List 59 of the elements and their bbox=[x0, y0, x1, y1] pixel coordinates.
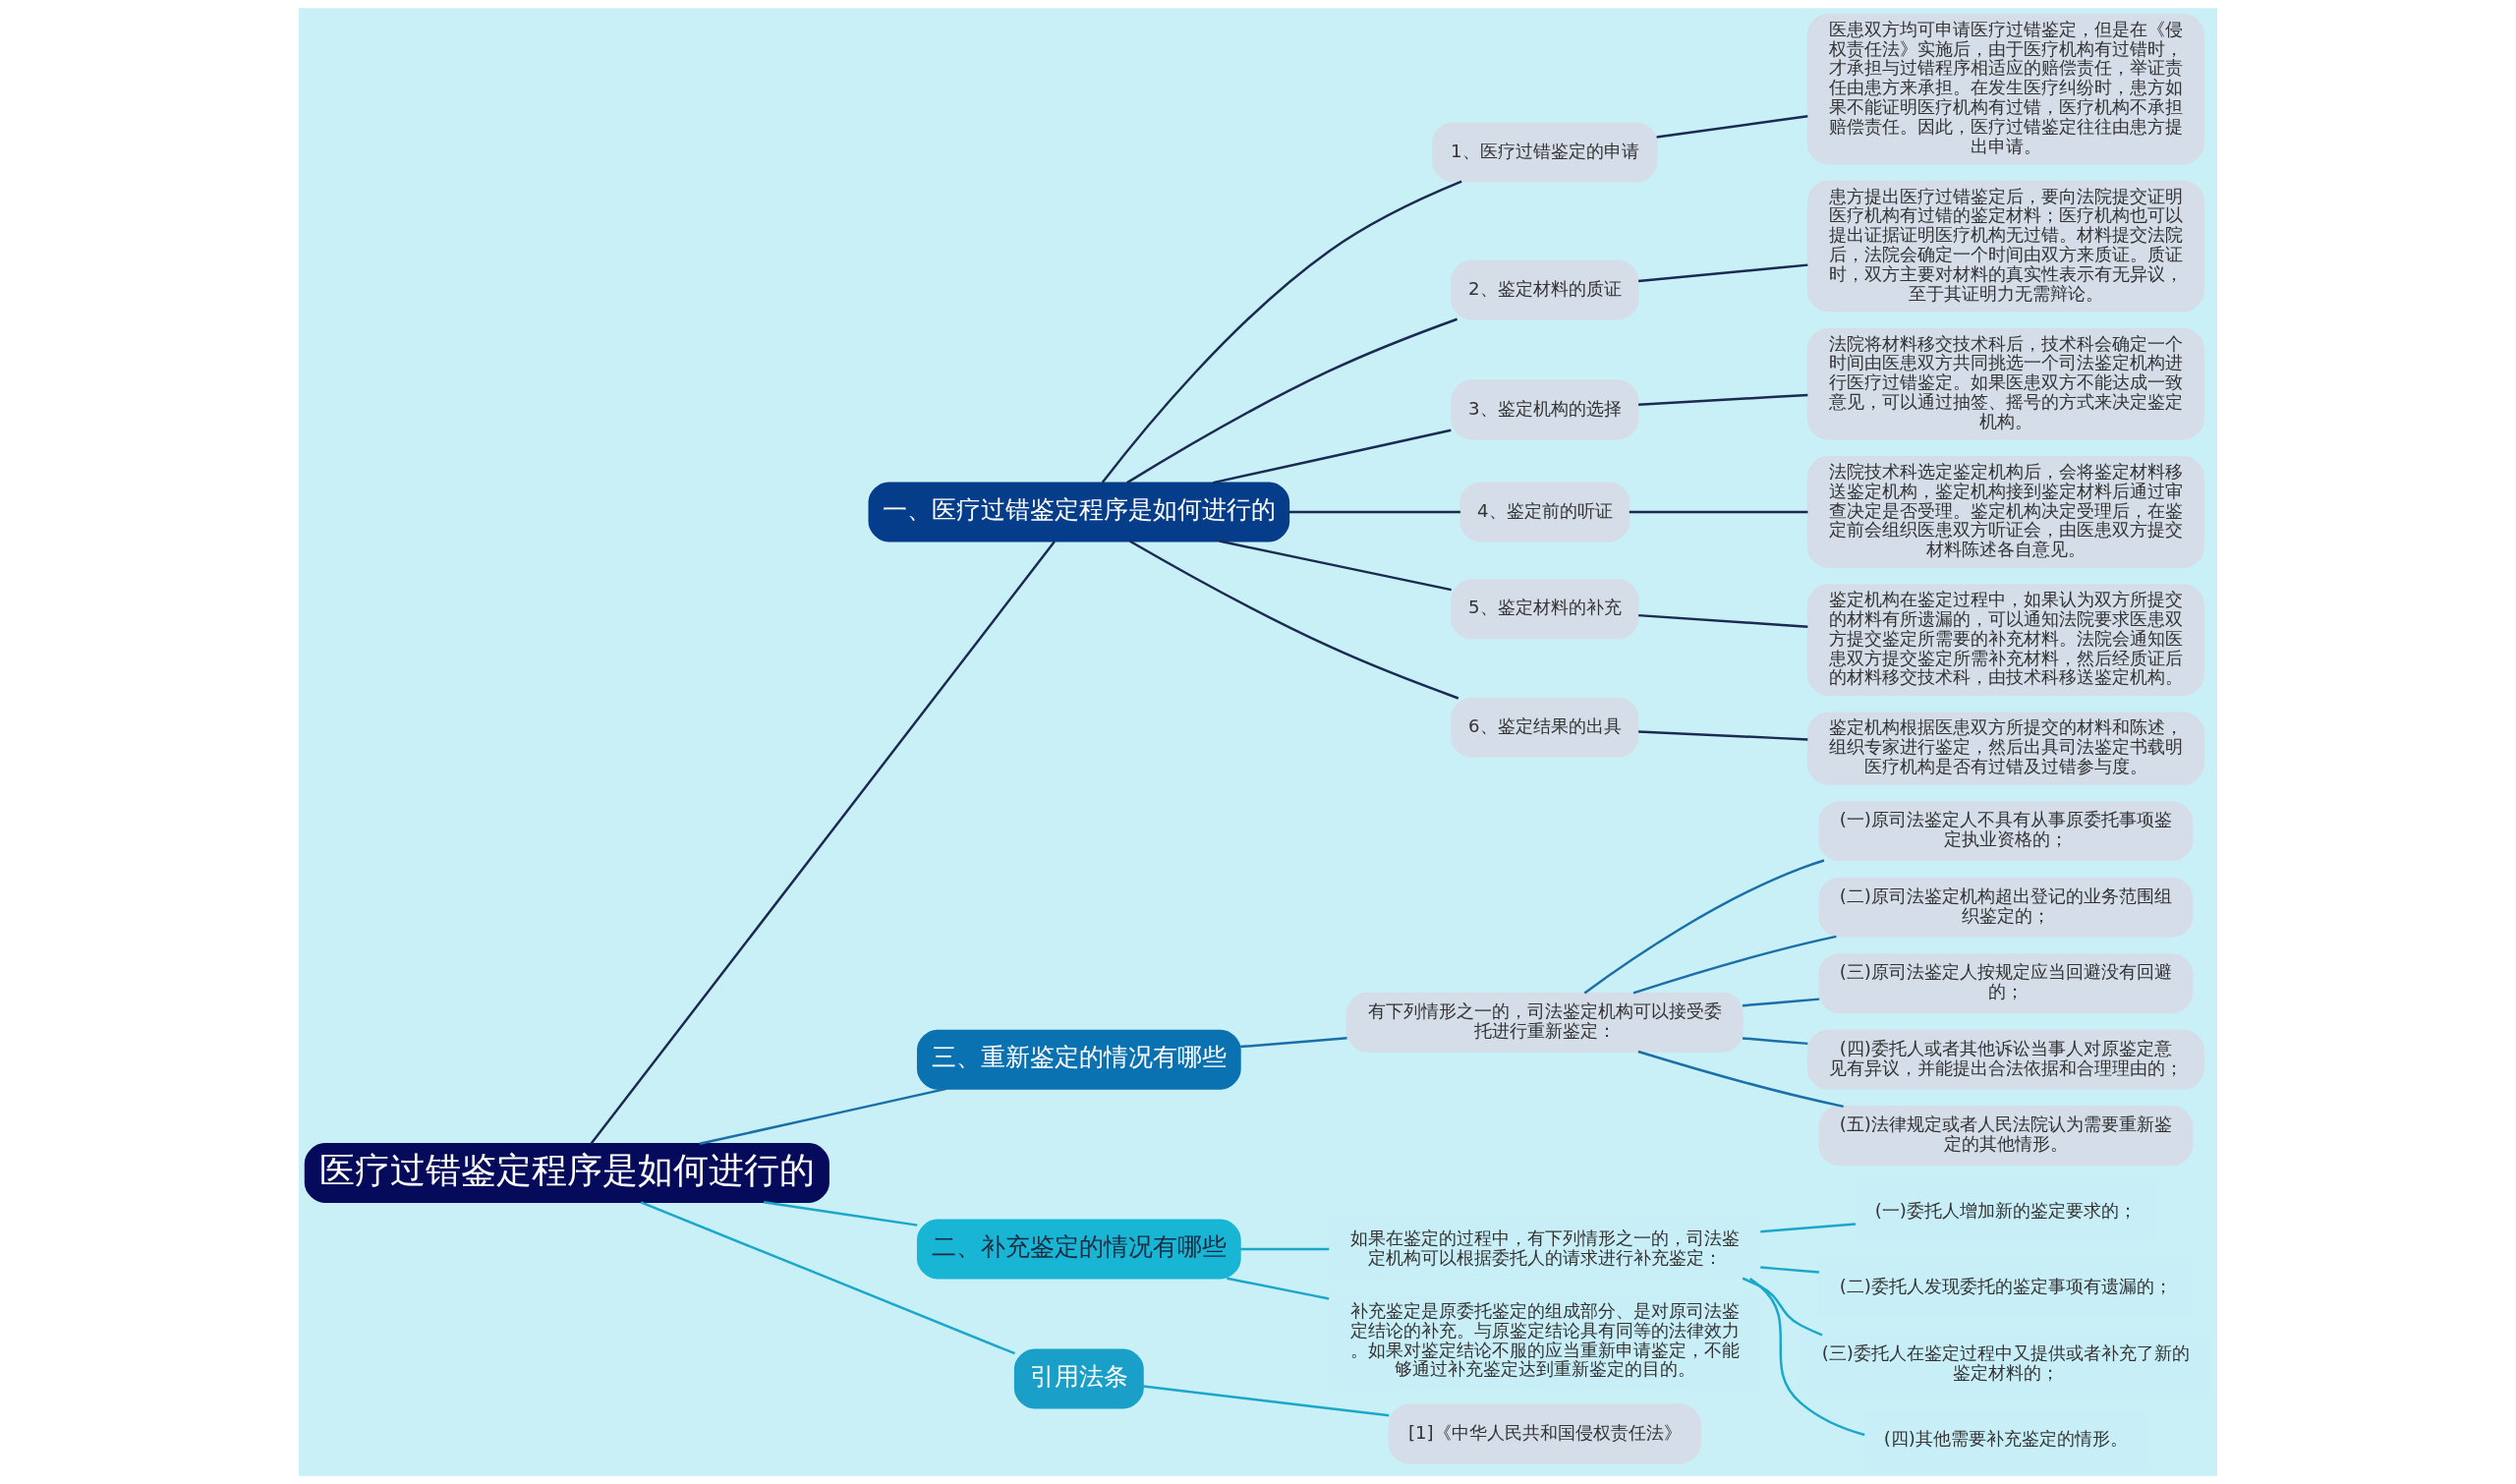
node-box: (三)原司法鉴定人按规定应当回避没有回避的； bbox=[1818, 953, 2194, 1014]
node-text: 如果在鉴定的过程中，有下列情形之一的，司法鉴定机构可以根据委托人的请求进行补充鉴定： bbox=[1349, 1227, 1740, 1268]
node-text: (二)委托人发现委托的鉴定事项有遗漏的； bbox=[1839, 1276, 2172, 1297]
connector bbox=[1227, 1277, 1330, 1300]
connector bbox=[1288, 510, 1460, 514]
connector bbox=[1760, 1266, 1819, 1274]
node-box: 3、鉴定机构的选择 bbox=[1451, 379, 1639, 440]
connector bbox=[1240, 1247, 1330, 1251]
node-box: 三、重新鉴定的情况有哪些 bbox=[916, 1029, 1241, 1090]
node-box: (五)法律规定或者人民法院认为需要重新鉴定的其他情形。 bbox=[1818, 1106, 2194, 1167]
node-box: 有下列情形之一的，司法鉴定机构可以接受委托进行重新鉴定： bbox=[1345, 992, 1744, 1053]
node-text: (三)委托人在鉴定过程中又提供或者补充了新的鉴定材料的； bbox=[1821, 1341, 2190, 1383]
connector bbox=[1632, 935, 1837, 995]
node-box: 一、医疗过错鉴定程序是如何进行的 bbox=[868, 482, 1290, 542]
connector bbox=[1742, 1037, 1808, 1046]
connector bbox=[1629, 510, 1808, 514]
connector bbox=[1129, 540, 1459, 700]
node-box: (四)委托人或者其他诉讼当事人对原鉴定意见有异议，并能提出合法依据和合理理由的； bbox=[1806, 1029, 2204, 1090]
node-box: 鉴定机构在鉴定过程中，如果认为双方所提交的材料有所遗漏的，可以通知法院要求医患双方提交鉴定所需要的补充材料。法院会通知医患双方提交鉴定所需补充材料，然后经质证后的材料移交技术科，由技术科移送鉴定机构。 bbox=[1806, 584, 2204, 696]
connector bbox=[590, 541, 1056, 1145]
connector bbox=[1656, 114, 1808, 139]
node-box: (一)原司法鉴定人不具有从事原委托事项鉴定执业资格的； bbox=[1818, 801, 2194, 862]
node-text: (一)委托人增加新的鉴定要求的； bbox=[1874, 1199, 2137, 1221]
connector bbox=[1583, 859, 1825, 995]
node-box: 1、医疗过错鉴定的申请 bbox=[1432, 122, 1658, 183]
connector bbox=[1240, 1037, 1347, 1049]
connector bbox=[1760, 1223, 1857, 1233]
node-box: 引用法条 bbox=[1013, 1348, 1144, 1409]
connector bbox=[1637, 1050, 1844, 1109]
connector bbox=[1748, 1277, 1865, 1437]
node-box: 二、补充鉴定的情况有哪些 bbox=[916, 1219, 1241, 1280]
connector bbox=[763, 1201, 918, 1227]
connector bbox=[1638, 613, 1808, 628]
connector bbox=[1638, 263, 1808, 283]
connector bbox=[1219, 540, 1452, 592]
node-box: 患方提出医疗过错鉴定后，要向法院提交证明医疗机构有过错的鉴定材料；医疗机构也可以提出证据证明医疗机构无过错。材料提交法院后，法院会确定一个时间由双方来质证。质证时，双方主要对材料的真实性表示有无异议，至于其证明力无需辩论。 bbox=[1806, 180, 2204, 313]
node-box: 法院技术科选定鉴定机构后，会将鉴定材料移送鉴定机构，鉴定机构接到鉴定材料后通过审查决定是否受理。鉴定机构决定受理后，在鉴定前会组织医患双方听证会，由医患双方提交材料陈述各自意见。 bbox=[1806, 456, 2204, 568]
node-box: 医患双方均可申请医疗过错鉴定，但是在《侵权责任法》实施后，由于医疗机构有过错时，才承担与过错程序相适应的赔偿责任，举证责任由患方来承担。在发生医疗纠纷时，患方如果不能证明医疗机构有过错，医疗机构不承担赔偿责任。因此，医疗过错鉴定往往由患方提出申请。 bbox=[1806, 13, 2204, 165]
node-text: 补充鉴定是原委托鉴定的组成部分、是对原司法鉴定结论的补充。与原鉴定结论具有同等的法律效力。如果对鉴定结论不服的应当重新申请鉴定，不能够通过补充鉴定达到重新鉴定的目的。 bbox=[1349, 1299, 1740, 1380]
node-box: [1]《中华人民共和国侵权责任法》 bbox=[1388, 1403, 1701, 1464]
connector bbox=[1742, 1277, 1823, 1337]
node-box: 4、鉴定前的听证 bbox=[1459, 482, 1630, 542]
node-box: 6、鉴定结果的出具 bbox=[1451, 697, 1639, 758]
connector bbox=[1126, 317, 1458, 485]
connector bbox=[699, 1087, 947, 1146]
connector bbox=[1213, 428, 1452, 485]
node-box: (二)原司法鉴定机构超出登记的业务范围组织鉴定的； bbox=[1818, 877, 2194, 938]
connector bbox=[640, 1201, 1016, 1355]
connector bbox=[1638, 393, 1808, 406]
node-box: 2、鉴定材料的质证 bbox=[1451, 259, 1639, 320]
node-box: 5、鉴定材料的补充 bbox=[1451, 579, 1639, 640]
node-box: 医疗过错鉴定程序是如何进行的 bbox=[304, 1143, 829, 1204]
connector bbox=[1142, 1385, 1390, 1417]
connector bbox=[1638, 730, 1808, 741]
connector bbox=[1742, 998, 1820, 1007]
node-box: 鉴定机构根据医患双方所提交的材料和陈述，组织专家进行鉴定，然后出具司法鉴定书载明医疗机构是否有过错及过错参与度。 bbox=[1806, 712, 2204, 785]
node-box: 法院将材料移交技术科后，技术科会确定一个时间由医患双方共同挑选一个司法鉴定机构进行医疗过错鉴定。如果医患双方不能达成一致意见，可以通过抽签、摇号的方式来决定鉴定机构。 bbox=[1806, 327, 2204, 440]
node-text: (四)其他需要补充鉴定的情形。 bbox=[1883, 1428, 2128, 1450]
connector bbox=[1101, 180, 1462, 484]
